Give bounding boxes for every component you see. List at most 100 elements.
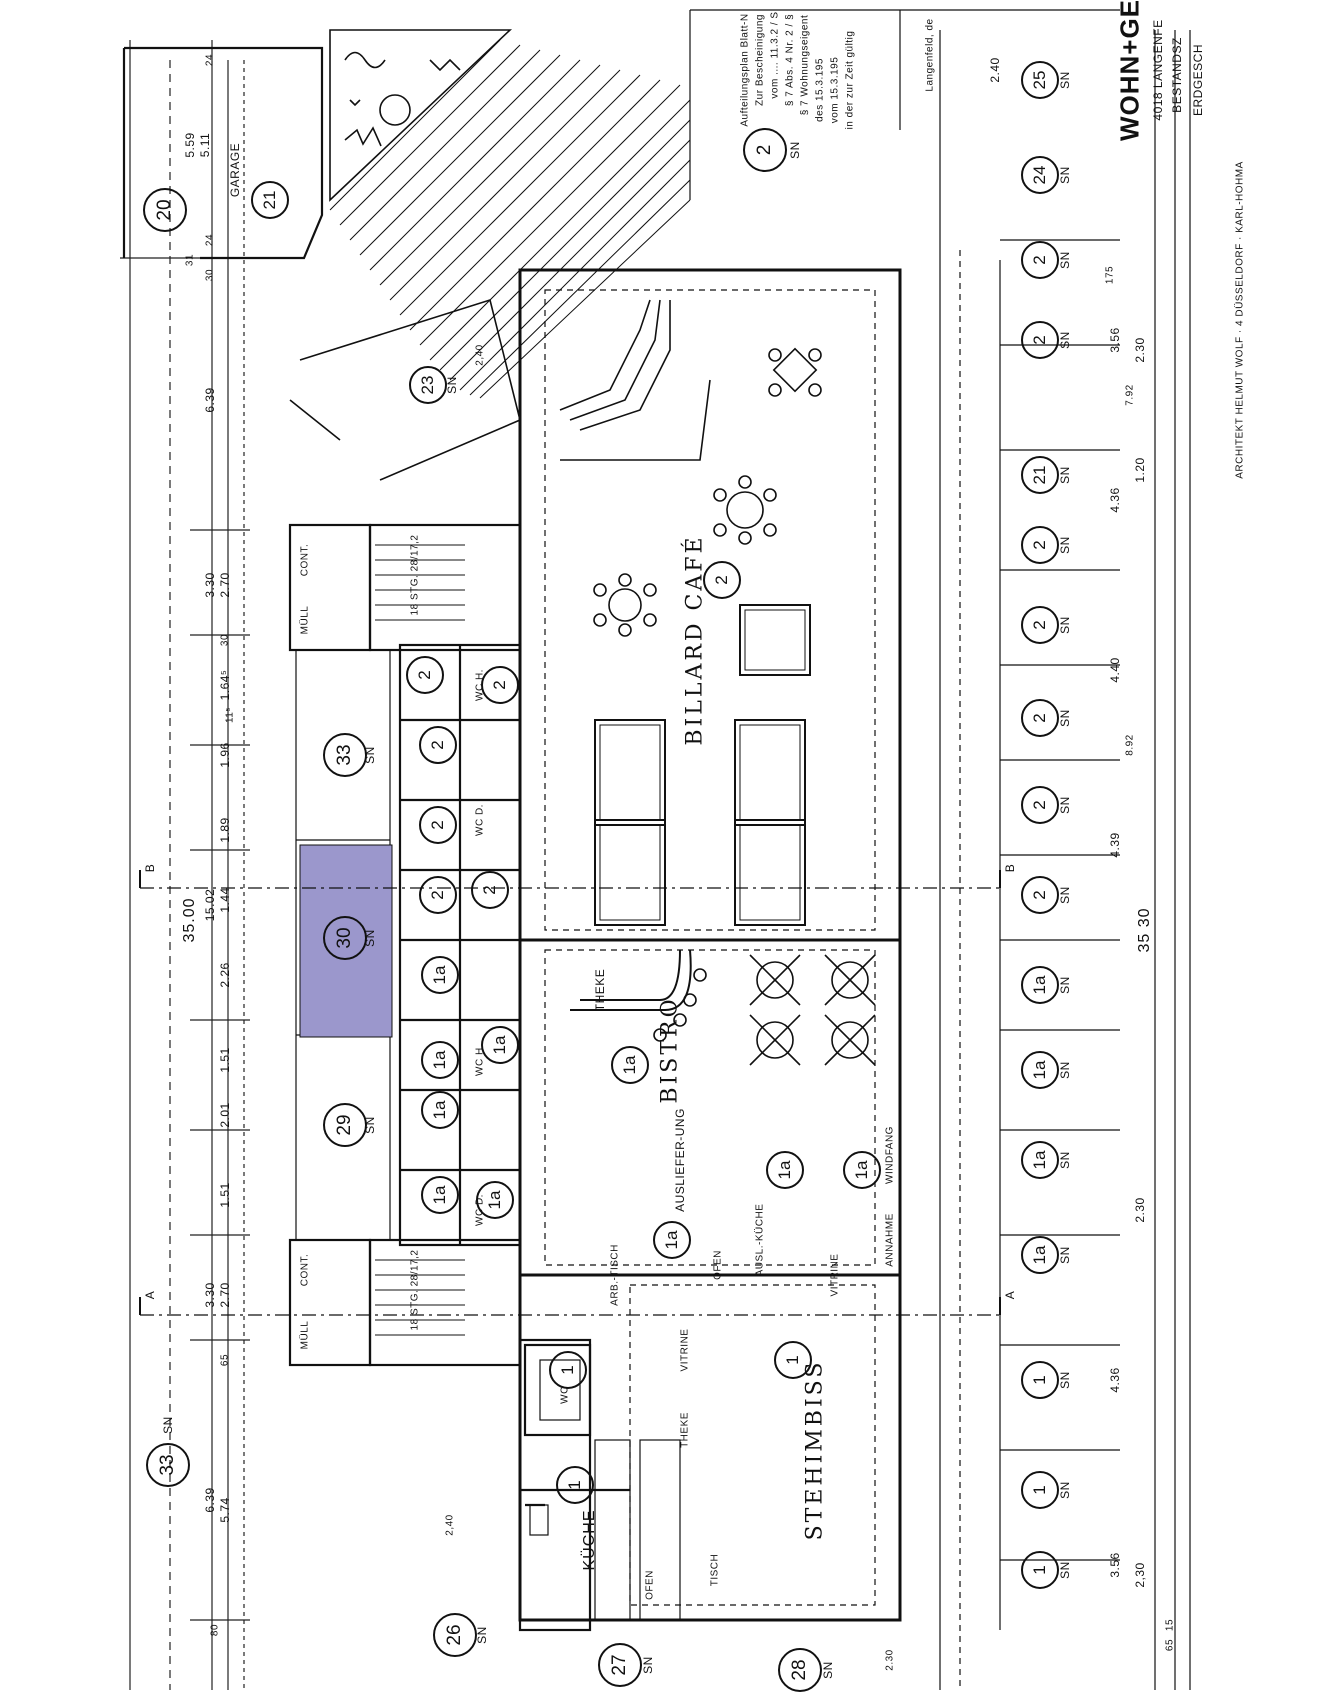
unit-2-r5-circle: 2 xyxy=(1021,699,1059,737)
dim-1645: 1.64⁵ xyxy=(218,669,232,701)
unit-1a-r3-circle: 1a xyxy=(1021,1141,1059,1179)
dim-r-436b: 4.36 xyxy=(1108,1367,1122,1393)
unit-2-r2-sn: SN xyxy=(1058,331,1072,349)
room-theke-2: THEKE xyxy=(679,1412,691,1448)
bistro-counter: THEKE xyxy=(593,968,607,1012)
unit-28-sn: SN xyxy=(821,1661,835,1679)
unit-1a-auslief-circle: 1a xyxy=(766,1151,804,1189)
stamp-line-4: § 7 Abs. 4 Nr. 2 / § xyxy=(784,13,796,107)
unit-1a-ausl-circle: 1a xyxy=(653,1221,691,1259)
dim-80: 80 xyxy=(209,1623,221,1637)
stamp-line-2: Zur Bescheinigung xyxy=(754,14,766,106)
room-vitrine: VITRINE xyxy=(829,1253,841,1297)
garage-label: GARAGE xyxy=(228,142,242,198)
unit-2-wc4-circle: 2 xyxy=(419,806,457,844)
muell-label: MÜLL xyxy=(299,605,311,635)
unit-1a-r3-sn: SN xyxy=(1058,1151,1072,1169)
unit-21-circle: 21 xyxy=(251,181,289,219)
cont-label: CONT. xyxy=(299,543,311,577)
dim-226: 2.26 xyxy=(218,962,232,988)
architect-line: ARCHITEKT HELMUT WOLF · 4 DÜSSELDORF · K… xyxy=(1234,161,1246,479)
unit-21-r-sn: SN xyxy=(1058,466,1072,484)
dim-24: 24 xyxy=(204,53,216,67)
dim-r-440: 4.40 xyxy=(1108,657,1122,683)
unit-2-r6-sn: SN xyxy=(1058,796,1072,814)
unit-2-r4-circle: 2 xyxy=(1021,606,1059,644)
stamp-line-7: vom 15.3.195 xyxy=(829,56,841,124)
unit-2-cafe-circle: 2 xyxy=(703,561,741,599)
room-windfang: WINDFANG xyxy=(884,1126,896,1184)
stamp-line-3: vom .... 11.3.2 / S xyxy=(769,11,781,99)
room-auslieferung: AUSLIEFER-UNG xyxy=(673,1108,687,1212)
unit-30-sn: SN xyxy=(363,929,377,947)
unit-2-r7-circle: 2 xyxy=(1021,876,1059,914)
room-kueche: KÜCHE xyxy=(581,1509,598,1571)
unit-2-r6-circle: 2 xyxy=(1021,786,1059,824)
unit-1a-wc2-circle: 1a xyxy=(421,1041,459,1079)
unit-29-circle: 29 xyxy=(323,1103,367,1147)
room-ofen-2: OFEN xyxy=(644,1570,656,1600)
unit-2-r2-circle: 2 xyxy=(1021,321,1059,359)
stairs-label-2: 18 STG. 28/17,2 xyxy=(409,1249,421,1331)
dim-r-120: 1.20 xyxy=(1133,457,1147,483)
unit-1-r3-circle: 1 xyxy=(1021,1551,1059,1589)
dim-r-230: 2.30 xyxy=(1133,337,1147,363)
dim-r-3530: 35 30 xyxy=(1136,907,1153,953)
dim-r-65: 65 xyxy=(1164,1638,1176,1652)
dim-r-2130: 2,30 xyxy=(1133,1562,1147,1588)
dim-151b: 1.51 xyxy=(218,1182,232,1208)
room-arb-tisch: ARB.-TISCH xyxy=(609,1244,621,1306)
unit-23-circle: 23 xyxy=(409,366,447,404)
unit-23-sn: SN xyxy=(445,376,459,394)
stamp-line-8: in der zur Zeit gültig xyxy=(844,30,856,130)
dim-196: 1.96 xyxy=(218,742,232,768)
unit-2-r5-sn: SN xyxy=(1058,709,1072,727)
unit-2-r1-circle: 2 xyxy=(1021,241,1059,279)
room-billard-cafe: BILLARD CAFÉ xyxy=(682,534,708,746)
unit-2-wc6-circle: 2 xyxy=(471,871,509,909)
unit-27-sn: SN xyxy=(641,1656,655,1674)
dim-639b: 6.39 xyxy=(203,1487,217,1513)
section-mark-a: A xyxy=(143,1290,157,1300)
unit-26-circle: 26 xyxy=(433,1613,477,1657)
muell-label-2: MÜLL xyxy=(299,1320,311,1350)
dim-r-356b: 3.56 xyxy=(1108,1552,1122,1578)
stamp-unit-circle: 2 xyxy=(743,128,787,172)
unit-2-r4-sn: SN xyxy=(1058,616,1072,634)
unit-29-sn: SN xyxy=(363,1116,377,1134)
unit-30-highlight xyxy=(299,844,393,1038)
dim-r-175: 175 xyxy=(1104,265,1116,285)
unit-1-r2-circle: 1 xyxy=(1021,1471,1059,1509)
stamp-line-6: des 15.3.195 xyxy=(814,58,826,122)
dim-30b: 30 xyxy=(219,633,231,647)
unit-1-r2-sn: SN xyxy=(1058,1481,1072,1499)
room-bistro: BISTRO xyxy=(657,996,683,1104)
unit-1-kueche-circle: 1 xyxy=(556,1466,594,1504)
unit-33-sn: SN xyxy=(161,1416,175,1434)
unit-1-stehimbiss-circle: 1 xyxy=(774,1341,812,1379)
unit-1a-windfang-circle: 1a xyxy=(843,1151,881,1189)
unit-1-r1-sn: SN xyxy=(1058,1371,1072,1389)
dim-31: 31 xyxy=(184,253,196,267)
unit-1-r1-circle: 1 xyxy=(1021,1361,1059,1399)
unit-2-wc1-circle: 2 xyxy=(406,656,444,694)
unit-31-sn: SN xyxy=(363,746,377,764)
section-mark-a-right: A xyxy=(1003,1290,1017,1300)
dim-151: 1.51 xyxy=(218,1047,232,1073)
cont-label-2: CONT. xyxy=(299,1253,311,1287)
unit-1a-bistro-circle: 1a xyxy=(611,1046,649,1084)
stamp-line-1: Aufteilungsplan Blatt-N xyxy=(739,13,751,127)
unit-25-sn: SN xyxy=(1058,71,1072,89)
unit-1-wc-circle: 1 xyxy=(549,1351,587,1389)
height-240: 2,40 xyxy=(474,344,486,366)
unit-1a-wc5-circle: 1a xyxy=(421,1176,459,1214)
unit-1a-wc4-circle: 1a xyxy=(421,1091,459,1129)
dim-574: 5.74 xyxy=(218,1497,232,1523)
room-ausl-kueche: AUSL.-KÜCHE xyxy=(754,1203,766,1277)
unit-1a-wc1-circle: 1a xyxy=(421,956,459,994)
dim-115: 11⁵ xyxy=(224,706,236,724)
room-tisch: TISCH xyxy=(709,1553,721,1587)
dim-330: 3.30 xyxy=(203,572,217,598)
dim-65: 65 xyxy=(219,1353,231,1367)
unit-24-sn: SN xyxy=(1058,166,1072,184)
